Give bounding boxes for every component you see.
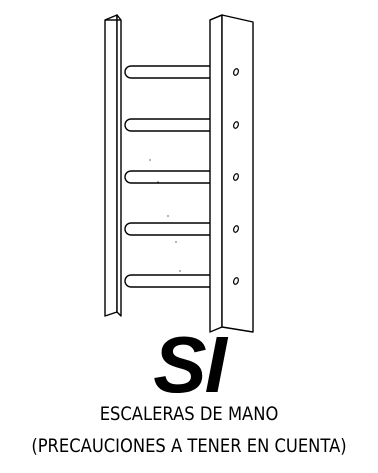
caption-subtitle: (PRECAUCIONES A TENER EN CUENTA) [31,435,347,457]
rung-hole-5 [233,277,239,285]
caption-title: ESCALERAS DE MANO [99,403,279,425]
rung-hole-3 [233,173,239,181]
rung-1 [124,65,210,79]
rung-hole-1 [233,68,239,76]
rung-hole-2 [233,121,239,129]
rung-2 [124,118,210,132]
left-rail [104,14,122,317]
rung-5 [124,274,210,288]
rung-hole-4 [233,225,239,233]
rung-3 [124,170,210,184]
verdict-label: SI [153,320,227,409]
rung-4 [124,222,210,236]
rung-holes [233,68,239,285]
drafting-specks [149,159,181,272]
right-rail [209,14,254,333]
